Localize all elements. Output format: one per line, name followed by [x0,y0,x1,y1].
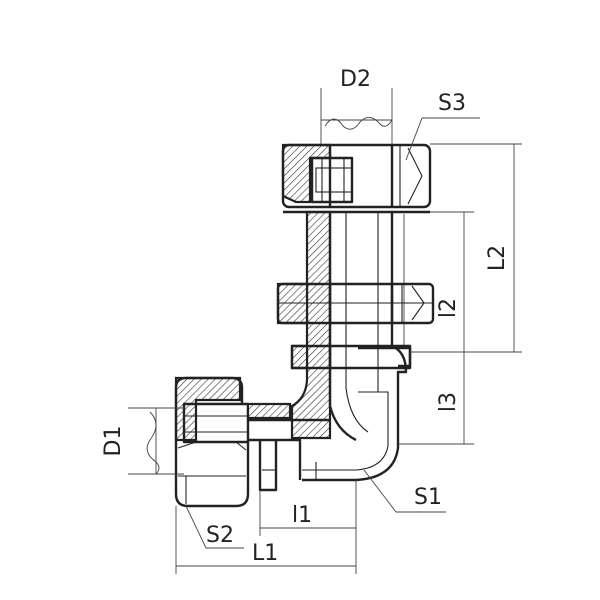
dim-l1-lower: l1 [259,480,357,574]
label-s3: S3 [438,91,466,116]
dim-s3: S3 [405,91,480,161]
dim-s1: S1 [363,469,446,513]
label-l2-lower: l2 [436,298,461,318]
label-l1-upper: L1 [252,541,278,566]
label-l2-upper: L2 [485,245,510,271]
dim-l3: l3 [398,352,474,445]
bulkhead-locknut [276,282,435,370]
label-d1: D1 [101,426,126,457]
label-l3: l3 [436,392,461,412]
label-s1: S1 [414,485,442,510]
label-d2: D2 [340,67,371,92]
dim-s2: S2 [185,505,244,549]
dim-d2: D2 [320,67,393,144]
dim-l2-upper: L2 [410,143,522,353]
elbow-body [290,210,412,482]
top-union-nut [281,143,432,214]
dim-d1: D1 [101,407,184,475]
dim-l2-lower: l2 [430,211,474,352]
dim-l1-upper: L1 [175,506,356,574]
side-union-nut [174,376,330,508]
label-s2: S2 [206,523,234,548]
label-l1-lower: l1 [292,503,312,528]
